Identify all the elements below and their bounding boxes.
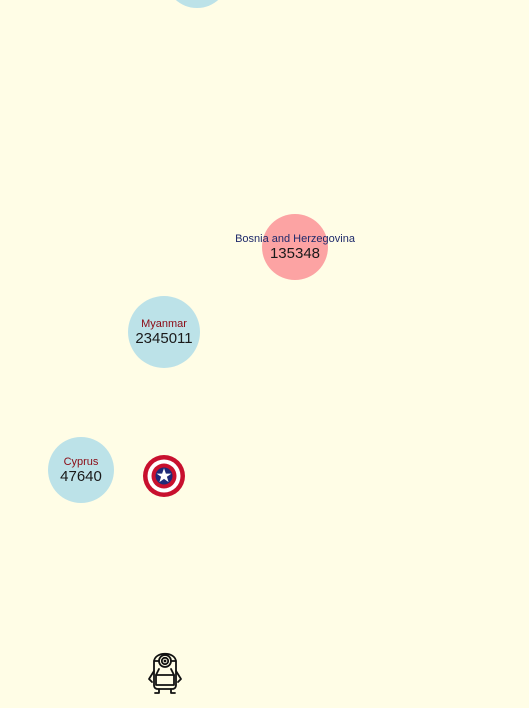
country-bubble-cyprus[interactable]: Cyprus 47640: [48, 437, 114, 503]
country-bubble-myanmar[interactable]: Myanmar 2345011: [128, 296, 200, 368]
country-name: Myanmar: [141, 317, 187, 330]
country-value: 2345011: [135, 329, 193, 347]
minion-icon[interactable]: [146, 645, 184, 695]
country-name: Cyprus: [63, 455, 99, 468]
country-bubble-bosnia-and-herzegovina[interactable]: Bosnia and Herzegovina 135348: [235, 214, 355, 280]
captain-america-shield-icon[interactable]: [142, 454, 186, 498]
country-value: 47640: [60, 467, 102, 485]
country-name: Bosnia and Herzegovina: [235, 232, 355, 245]
country-value: 135348: [269, 244, 321, 262]
country-bubble[interactable]: [165, 0, 229, 8]
